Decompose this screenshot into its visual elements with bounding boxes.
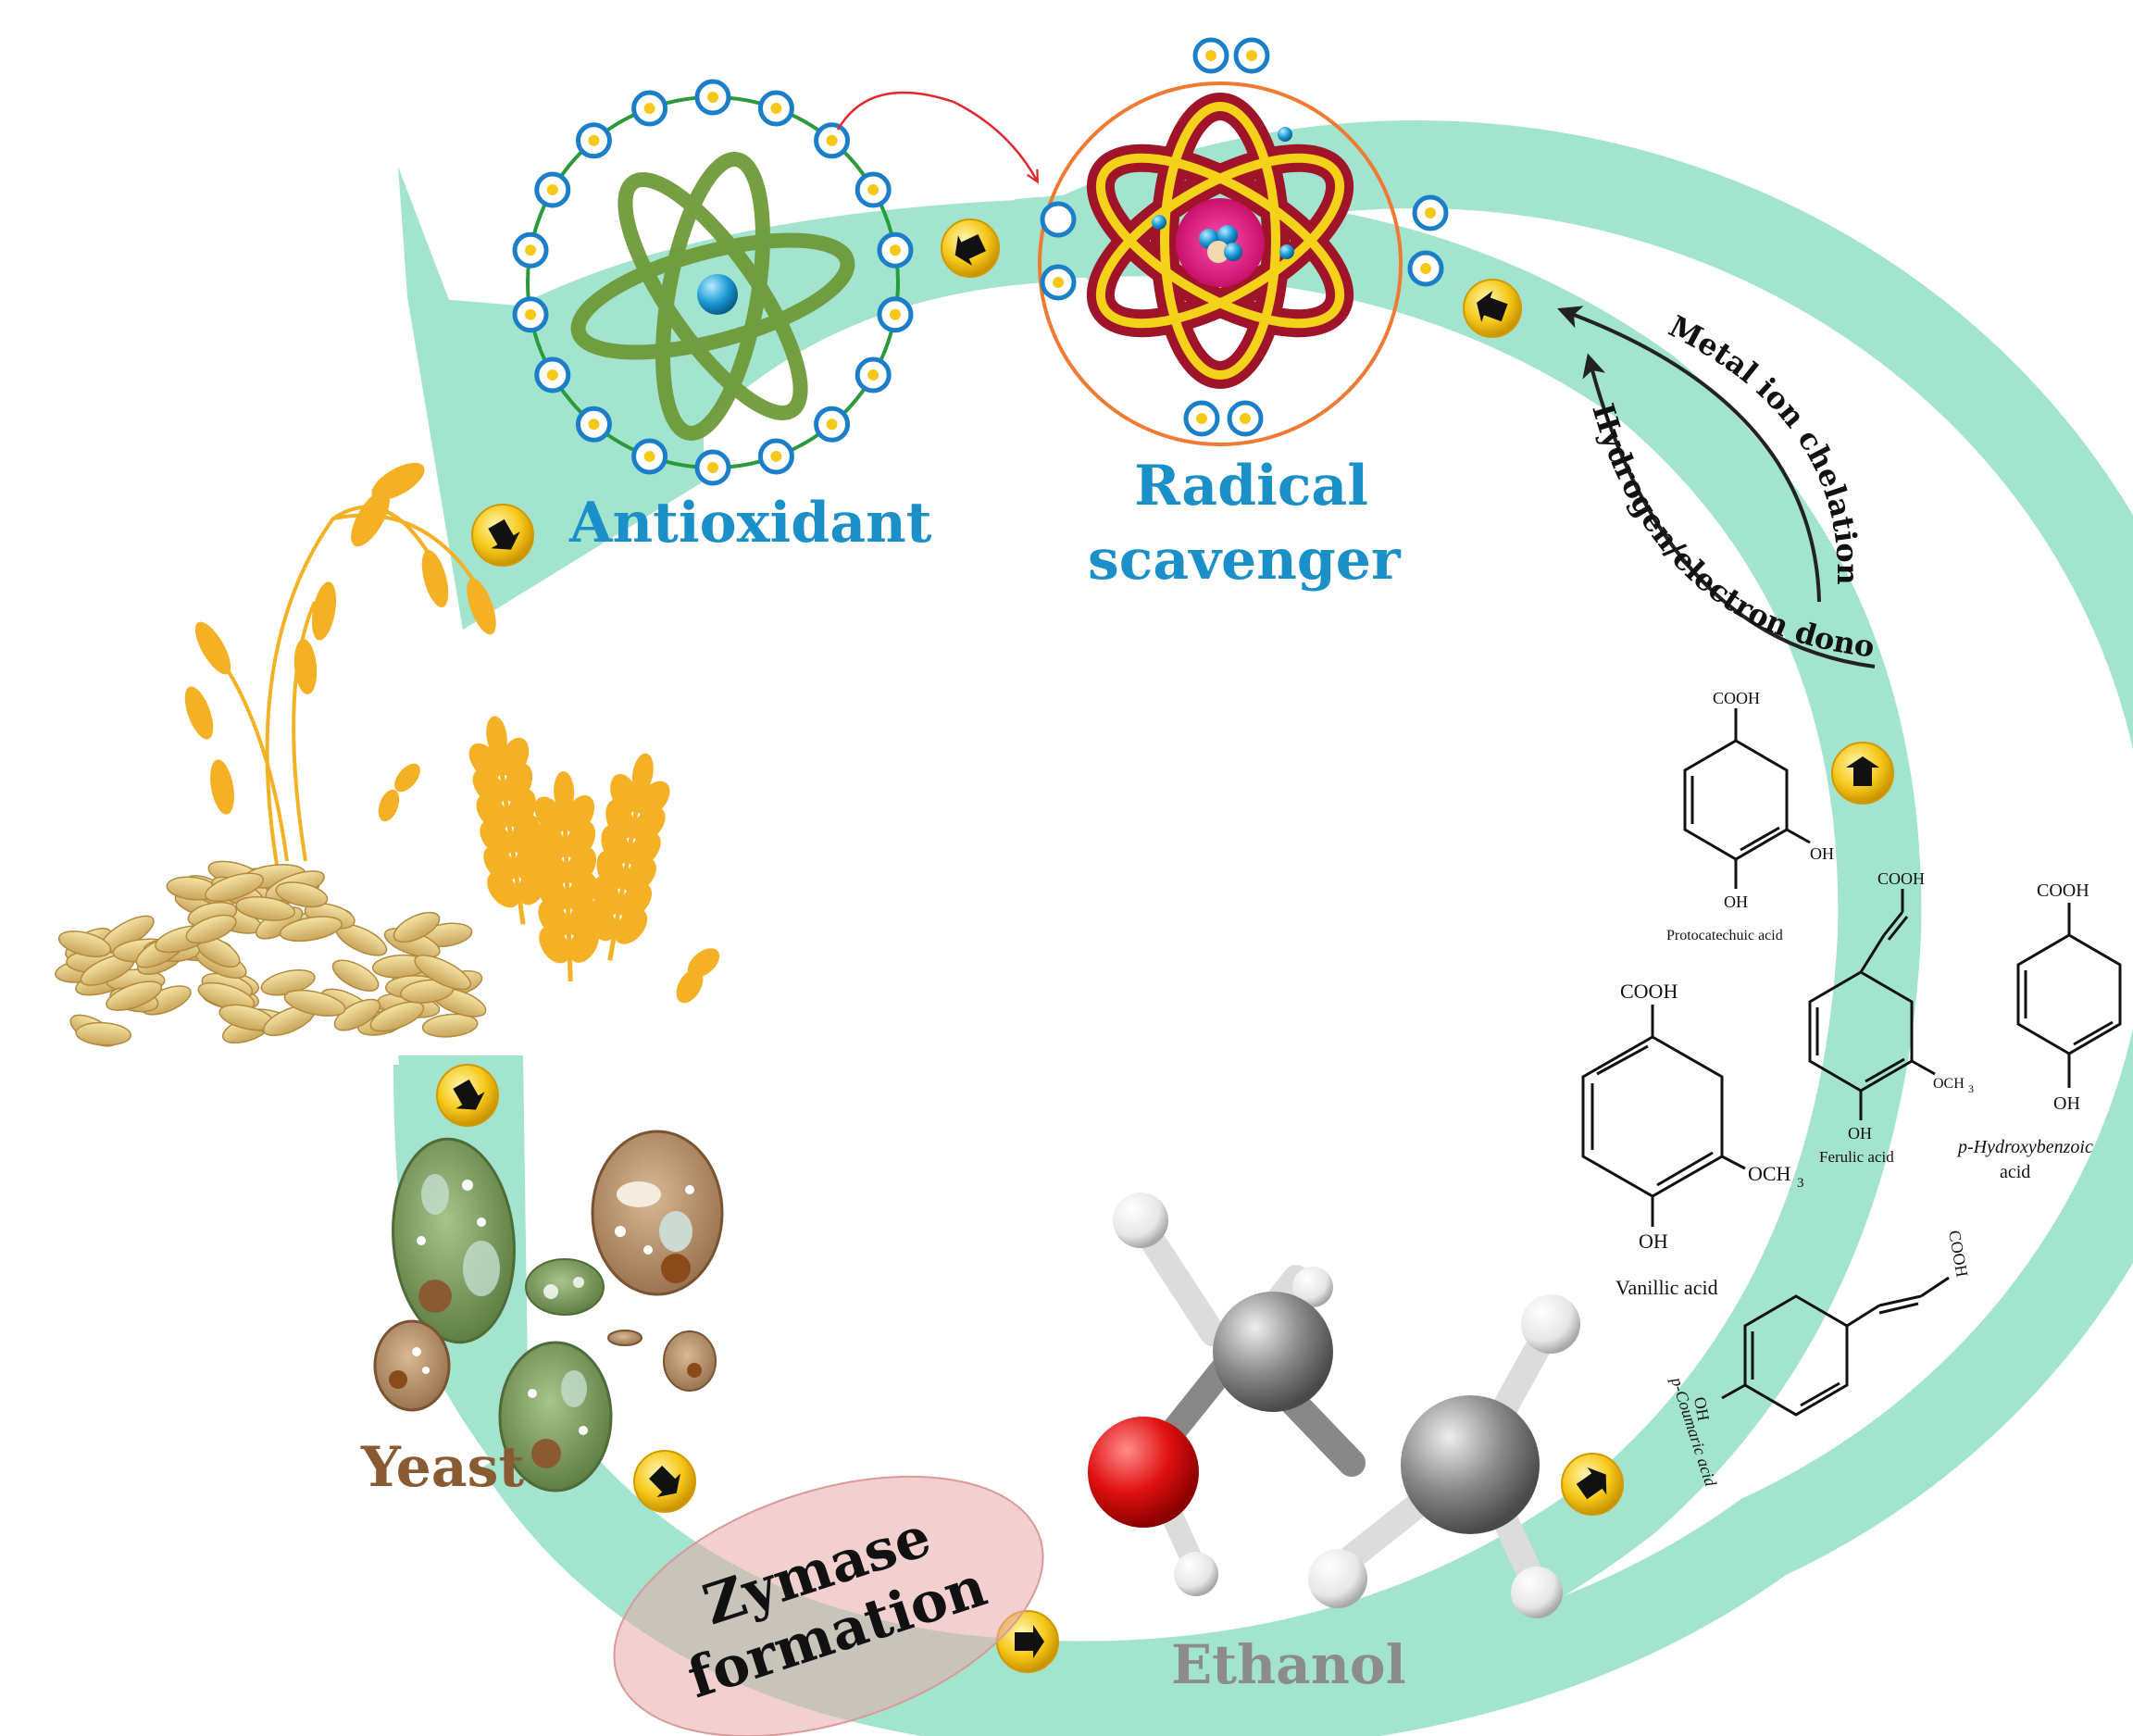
chem-oh-6: OH [1690, 1395, 1713, 1422]
chem-cooh-3: COOH [2037, 880, 2089, 901]
zymase-ellipse [613, 1475, 1044, 1736]
electron-icon [877, 231, 914, 269]
ethanol-label: Ethanol [1171, 1633, 1406, 1696]
electron-icon [575, 406, 612, 443]
radical-atom [1038, 37, 1449, 446]
yeast-cells [373, 1130, 724, 1492]
electron-icon [694, 79, 731, 116]
chem-cooh-1: COOH [1713, 689, 1760, 707]
arrow-disc-icon [1831, 742, 1894, 805]
electron-ring [512, 79, 914, 486]
phenolic-structures [1581, 708, 2122, 1417]
protocatechuic-label: Protocatechuic acid [1666, 928, 1783, 943]
arrow-disc-icon [1463, 279, 1522, 338]
electron-icon [854, 171, 892, 208]
grain-pile-icon [55, 860, 487, 1047]
yeast-label: Yeast [360, 1435, 524, 1500]
yeast-cell [663, 1330, 717, 1392]
electron-icon [1040, 264, 1077, 301]
chem-cooh-2: COOH [1877, 869, 1925, 888]
electron-icon [534, 356, 571, 393]
chem-och3-sub-4: 3 [1797, 1176, 1804, 1191]
chem-och3-sub-2: 3 [1968, 1082, 1974, 1095]
chem-oh-2: OH [1724, 893, 1748, 911]
electron-icon [1040, 201, 1077, 238]
chem-oh-5: OH [1639, 1230, 1668, 1253]
yeast-cell [591, 1130, 724, 1296]
ferulic-structure [1808, 889, 1936, 1120]
yeast-cell [607, 1330, 642, 1346]
antioxidant-label: Antioxidant [568, 491, 932, 556]
electron-icon [512, 296, 549, 333]
hydroxybenzoic-label-2: acid [2000, 1162, 2030, 1182]
green-atom-icon [570, 152, 855, 441]
arrow-disc-icon [941, 219, 1000, 278]
electron-icon [1183, 400, 1220, 437]
electron-icon [1407, 250, 1444, 287]
chem-oh-1: OH [1810, 844, 1834, 863]
electron-icon [1412, 194, 1449, 231]
coumaric-structure [1721, 1276, 1950, 1417]
yeast-cell [373, 1319, 451, 1412]
protocatechuic-structure [1683, 708, 1811, 889]
electron-icon [575, 122, 612, 159]
ferulic-label: Ferulic acid [1819, 1148, 1894, 1166]
red-atom-icon [1086, 93, 1354, 389]
electron-icon [814, 406, 851, 443]
hydroxybenzoic-label-1: p-Hydroxybenzoic [1956, 1137, 2093, 1157]
donation-arrow [836, 91, 1040, 184]
chem-cooh-5: COOH [1945, 1229, 1972, 1279]
electron-icon [534, 171, 571, 208]
hydroxybenzoic-structure [2016, 903, 2122, 1088]
radical-label-line2: scavenger [1088, 528, 1402, 593]
arrow-disc-icon [436, 1064, 499, 1127]
antioxidant-atom [512, 79, 914, 486]
electron-icon [631, 90, 668, 127]
electron-icon [757, 438, 794, 475]
chem-oh-4: OH [2053, 1093, 2080, 1114]
chem-cooh-4: COOH [1620, 980, 1678, 1003]
vanillic-label: Vanillic acid [1615, 1276, 1718, 1299]
radical-label-line1: Radical [1134, 454, 1368, 518]
electron-icon [757, 90, 794, 127]
yeast-cell [392, 1137, 516, 1344]
electron-icon [694, 449, 731, 486]
electron-icon [814, 122, 851, 159]
ethanol-molecule [1088, 1193, 1580, 1618]
electron-icon [854, 356, 892, 393]
electron-icon [512, 231, 549, 269]
yeast-cell [525, 1258, 605, 1316]
arrow-disc-icon [633, 1450, 696, 1513]
arrow-disc-icon [1561, 1453, 1624, 1516]
chem-och3-2: OCH [1933, 1076, 1965, 1092]
chem-oh-3: OH [1848, 1124, 1872, 1143]
electron-icon [1233, 37, 1270, 74]
vanillic-structure [1581, 1005, 1746, 1227]
oat-plant-icon [184, 462, 496, 871]
arrow-disc-icon [471, 504, 534, 567]
yeast-cell [498, 1341, 613, 1492]
electron-icon [631, 438, 668, 475]
gold-arrow-discs [436, 219, 1894, 1673]
electron-icon [877, 296, 914, 333]
radical-electrons [1040, 37, 1449, 437]
electron-icon [1227, 400, 1264, 437]
electron-icon [1192, 37, 1229, 74]
wheat-ears-icon [468, 716, 720, 1004]
chem-och3-4: OCH [1748, 1162, 1791, 1185]
